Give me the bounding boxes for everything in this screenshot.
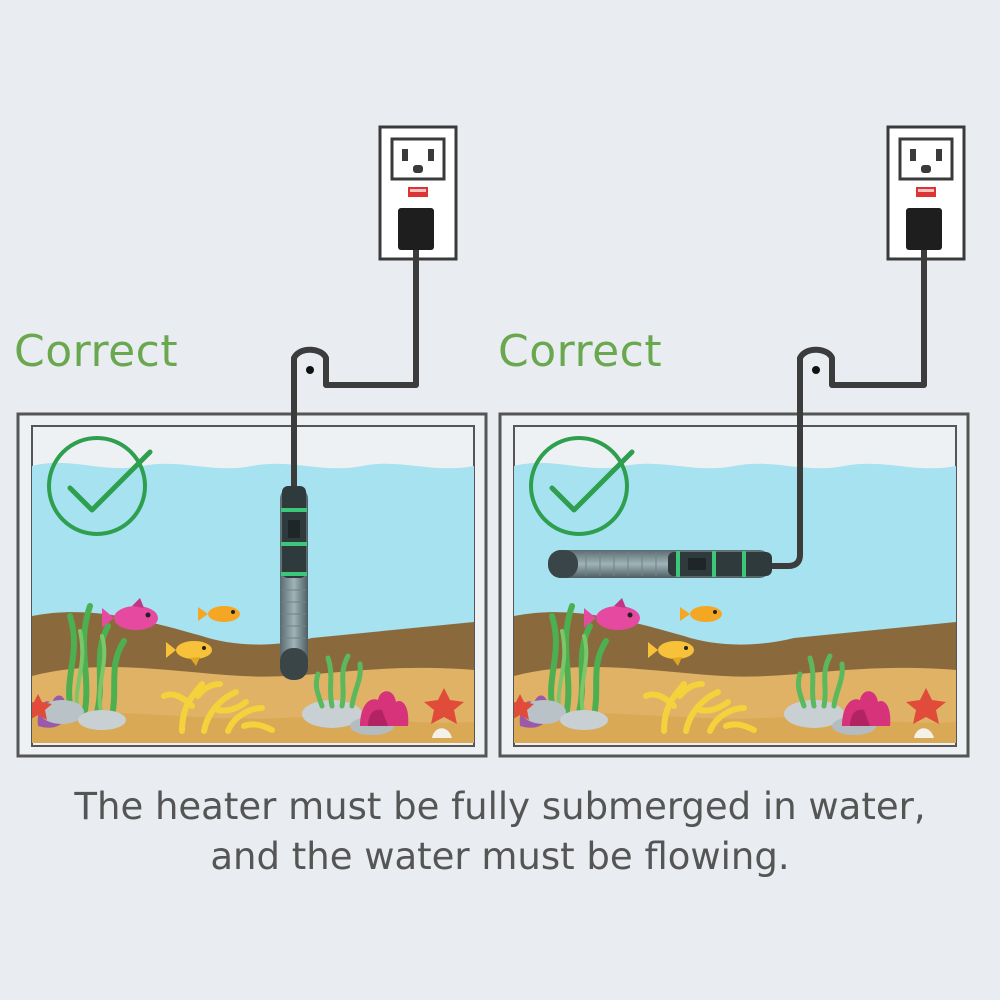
heater-icon bbox=[280, 486, 308, 680]
plug-icon bbox=[906, 208, 942, 250]
plug-icon bbox=[398, 208, 434, 250]
check-circle-icon bbox=[47, 436, 153, 536]
caption: The heater must be fully submerged in wa… bbox=[0, 782, 1000, 882]
caption-line-1: The heater must be fully submerged in wa… bbox=[74, 785, 926, 828]
caption-line-2: and the water must be flowing. bbox=[210, 835, 790, 878]
panel-left bbox=[16, 125, 488, 758]
panel-right-label: Correct bbox=[498, 326, 663, 377]
panel-right bbox=[498, 125, 970, 758]
panel-left-label: Correct bbox=[14, 326, 179, 377]
check-circle-icon bbox=[529, 436, 635, 536]
heater-icon bbox=[548, 550, 772, 578]
